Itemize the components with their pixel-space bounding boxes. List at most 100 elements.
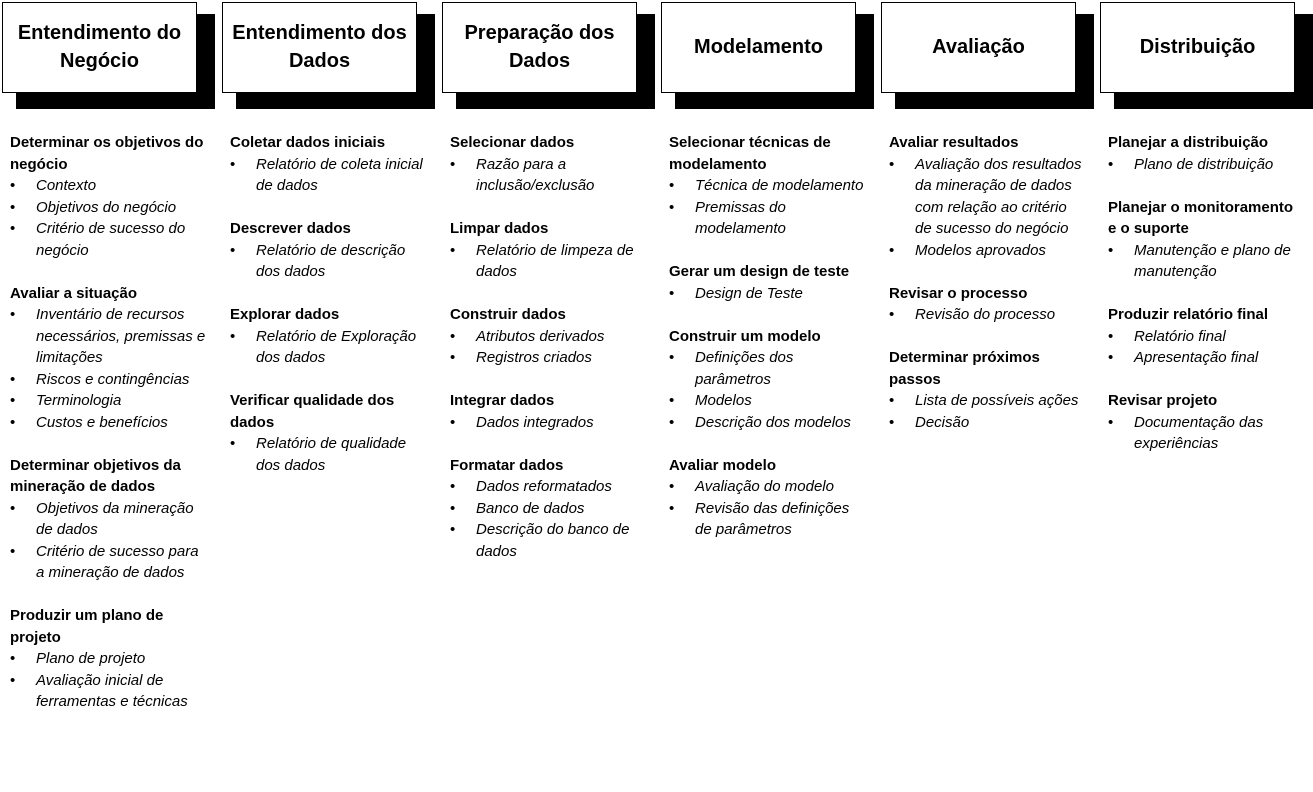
output-item: •Inventário de recursos necessários, pre… xyxy=(10,304,206,369)
task: Selecionar técnicas de modelamento•Técni… xyxy=(669,132,865,240)
output-item: •Descrição dos modelos xyxy=(669,412,865,434)
task: Explorar dados •Relatório de Exploração d… xyxy=(230,304,426,369)
output-item: •Design de Teste xyxy=(669,283,865,305)
task-title: Explorar dados xyxy=(230,306,340,323)
bullet-icon: • xyxy=(450,499,456,517)
output-text: Critério de sucesso para a mineração de … xyxy=(36,542,199,582)
task: Limpar dados •Relatório de limpeza de dad… xyxy=(450,218,646,283)
output-text: Objetivos da mineração de dados xyxy=(36,499,194,539)
task-title: Planejar o monitoramento e o suporte xyxy=(1108,198,1294,238)
bullet-icon: • xyxy=(669,499,675,517)
task: Avaliar resultados•Avaliação dos resulta… xyxy=(889,132,1085,261)
bullet-icon: • xyxy=(889,155,895,173)
output-item: •Terminologia xyxy=(10,390,206,412)
output-text: Relatório de coleta inicial de dados xyxy=(256,155,423,195)
phase-header-box: Entendimento dos Dados xyxy=(222,2,417,93)
output-text: Descrição dos modelos xyxy=(695,413,851,431)
output-item: • Relatório de coleta inicial de dados xyxy=(230,154,426,197)
bullet-icon: • xyxy=(10,650,16,667)
output-item: •Revisão do processo xyxy=(889,304,1085,326)
bullet-icon: • xyxy=(10,542,16,560)
output-item: •Definições dos parâmetros xyxy=(669,347,865,390)
phase-header: Entendimento do Negócio xyxy=(2,0,216,112)
output-list: •Lista de possíveis ações•Decisão xyxy=(889,390,1085,433)
task: Selecionar dados•Razão para a inclusão/e… xyxy=(450,132,646,197)
phase-header: Distribuição xyxy=(1100,0,1313,112)
output-item: •Plano de projeto xyxy=(10,648,206,670)
output-list: • Atributos derivados • Registros criados xyxy=(450,326,646,369)
task-title: Determinar os objetivos do negócio xyxy=(10,134,204,173)
phase-header-box: Entendimento do Negócio xyxy=(2,2,197,93)
task: Determinar objetivos da mineração de dad… xyxy=(10,455,206,584)
bullet-icon: • xyxy=(450,349,456,366)
phase-header-box: Modelamento xyxy=(661,2,856,93)
task-title: Limpar dados xyxy=(450,220,549,237)
output-item: •Relatório de limpeza de dados xyxy=(450,240,646,283)
task-list: Selecionar técnicas de modelamento•Técni… xyxy=(669,132,865,562)
task-title: Descrever dados xyxy=(230,220,351,237)
task: Revisar projeto•Documentação das experiê… xyxy=(1108,390,1304,455)
output-item: •Relatório de descrição dos dados xyxy=(230,240,426,283)
output-item: •Banco de dados xyxy=(450,498,646,520)
output-text: Contexto xyxy=(36,177,97,194)
bullet-icon: • xyxy=(230,155,236,173)
phase-title: Preparação dos Dados xyxy=(464,22,615,72)
bullet-icon: • xyxy=(10,220,16,237)
output-list: •Dados reformatados•Banco de dados•Descr… xyxy=(450,476,646,562)
output-item: •Dados reformatados xyxy=(450,476,646,498)
task-title: Avaliar a situação xyxy=(10,284,138,302)
output-text: Técnica de modelamento xyxy=(695,177,864,194)
output-item: •Relatório de Exploração dos dados xyxy=(230,326,426,369)
task: Gerar um design de teste •Design de Teste xyxy=(669,261,865,304)
output-text: Avaliação inicial de ferramentas e técni… xyxy=(36,671,188,711)
output-item: •Revisão das definições de parâmetros xyxy=(669,498,865,541)
task: Determinar próximos passos•Lista de poss… xyxy=(889,347,1085,433)
output-text: Dados integrados xyxy=(476,413,594,431)
task-title: Avaliar modelo xyxy=(669,456,776,474)
task: Construir um modelo•Definições dos parâm… xyxy=(669,326,865,434)
bullet-icon: • xyxy=(669,478,675,495)
output-item: •Critério de sucesso do negócio xyxy=(10,218,206,261)
output-item: • Dados integrados xyxy=(450,412,646,434)
output-text: Apresentação final xyxy=(1134,349,1259,366)
output-text: Descrição do banco de dados xyxy=(476,521,630,560)
output-text: Objetivos do negócio xyxy=(36,198,177,216)
output-item: •Avaliação do modelo xyxy=(669,476,865,498)
task: Planejar a distribuição•Plano de distrib… xyxy=(1108,132,1304,175)
bullet-icon: • xyxy=(10,671,16,689)
output-text: Modelos xyxy=(695,392,752,409)
task-list: Planejar a distribuição•Plano de distrib… xyxy=(1108,132,1304,476)
task-title: Verificar qualidade dos dados xyxy=(230,392,395,431)
output-text: Atributos derivados xyxy=(476,327,605,345)
phase-header: Modelamento xyxy=(661,0,875,112)
bullet-icon: • xyxy=(450,327,456,345)
phase-header: Preparação dos Dados xyxy=(442,0,656,112)
output-text: Terminologia xyxy=(36,392,122,409)
output-text: Registros criados xyxy=(476,349,592,366)
task-title: Selecionar técnicas de modelamento xyxy=(669,134,831,173)
bullet-icon: • xyxy=(450,413,456,431)
task-title: Integrar dados xyxy=(450,392,555,409)
bullet-icon: • xyxy=(10,370,16,388)
output-item: •Descrição do banco de dados xyxy=(450,519,646,562)
output-list: •Razão para a inclusão/exclusão xyxy=(450,154,646,197)
bullet-icon: • xyxy=(230,241,236,259)
task: Avaliar a situação •Inventário de recurso… xyxy=(10,283,206,434)
bullet-icon: • xyxy=(450,241,456,259)
bullet-icon: • xyxy=(669,284,675,302)
task-title: Gerar um design de teste xyxy=(669,263,850,280)
phase-title: Avaliação xyxy=(932,35,1025,58)
output-item: •Modelos aprovados xyxy=(889,240,1085,262)
output-text: Definições dos parâmetros xyxy=(695,349,794,388)
output-text: Relatório final xyxy=(1134,327,1226,345)
task-list: Selecionar dados•Razão para a inclusão/e… xyxy=(450,132,646,584)
bullet-icon: • xyxy=(450,155,456,173)
output-list: •Relatório de limpeza de dados xyxy=(450,240,646,283)
output-text: Relatório de qualidade dos dados xyxy=(256,435,407,474)
output-list: •Manutenção e plano de manutenção xyxy=(1108,240,1304,283)
task: Produzir relatório final•Relatório final… xyxy=(1108,304,1304,369)
output-item: •Objetivos da mineração de dados xyxy=(10,498,206,541)
output-item: •Técnica de modelamento xyxy=(669,175,865,197)
